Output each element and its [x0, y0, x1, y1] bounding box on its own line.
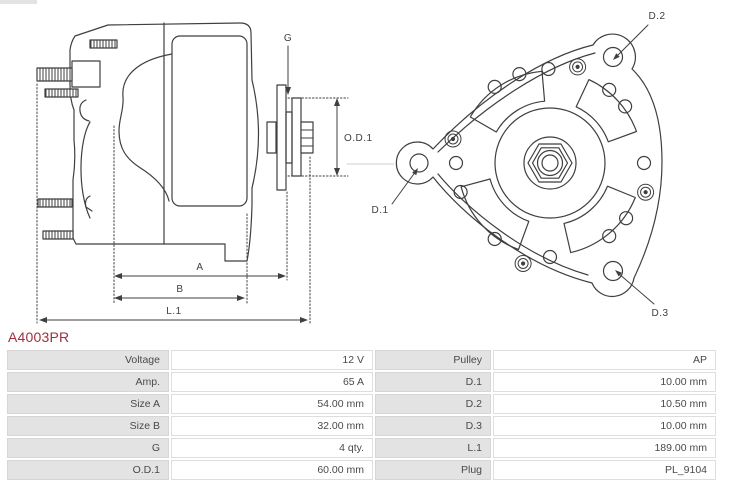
spec-label: Size B	[7, 416, 169, 436]
spec-value: PL_9104	[493, 460, 716, 480]
pulley-flange-inner	[291, 97, 302, 177]
spec-label: D.1	[375, 372, 491, 392]
spec-value: AP	[493, 350, 716, 370]
dimension-label-l1: L.1	[166, 306, 181, 317]
leader-lines	[391, 24, 655, 305]
dimension-od1	[334, 98, 340, 176]
threaded-stud-icon	[44, 88, 79, 98]
cropped-edge-artifact	[0, 0, 37, 4]
rear-cover-contour	[80, 121, 91, 219]
arrowhead-icon	[114, 295, 122, 301]
spec-label: Plug	[375, 460, 491, 480]
dimension-label-d2: D.2	[648, 11, 665, 22]
spec-row: O.D.1 60.00 mm Plug PL_9104	[7, 460, 716, 480]
vent-holes	[448, 61, 652, 265]
spec-value: 4 qty.	[171, 438, 373, 458]
side-view-diagram	[36, 22, 349, 324]
spec-value: 60.00 mm	[171, 460, 373, 480]
dimension-label-a: A	[196, 262, 203, 273]
mount-hole-d3	[602, 260, 624, 282]
technical-drawing: G O.D.1 A B L.1	[0, 0, 668, 324]
rim-contour-bottom	[437, 173, 589, 276]
dimension-label-b: B	[176, 284, 183, 295]
rear-terminal-bump-lower	[84, 195, 93, 212]
front-bracket-face	[171, 35, 248, 207]
mount-hole-d1	[409, 153, 429, 173]
spec-label: Size A	[7, 394, 169, 414]
spec-label: D.2	[375, 394, 491, 414]
spec-row: Amp. 65 A D.1 10.00 mm	[7, 372, 716, 392]
spec-value: 54.00 mm	[171, 394, 373, 414]
arrowhead-icon	[237, 295, 245, 301]
spec-value: 10.50 mm	[493, 394, 716, 414]
spec-row: Size A 54.00 mm D.2 10.50 mm	[7, 394, 716, 414]
threaded-stud-icon	[89, 39, 118, 49]
dimension-label-od1: O.D.1	[344, 133, 373, 144]
shaft-circle	[536, 149, 564, 177]
arrowhead-icon	[114, 273, 122, 279]
arrowhead-icon	[412, 168, 418, 176]
through-bolt-screws	[444, 58, 655, 272]
threaded-stud-icon	[36, 67, 73, 82]
vent-slot	[460, 178, 530, 251]
front-bracket-bell-contour	[118, 53, 173, 202]
arrowhead-icon	[300, 317, 308, 323]
spec-value: 32.00 mm	[171, 416, 373, 436]
bearing-hub	[266, 121, 277, 154]
hub-circle	[523, 136, 577, 190]
dimension-a	[114, 273, 286, 279]
threaded-stud-icon	[42, 230, 74, 240]
extension-lines	[36, 83, 349, 324]
spec-value: 12 V	[171, 350, 373, 370]
mount-hole-d2	[602, 46, 624, 68]
terminal-block	[71, 60, 101, 88]
spec-label: L.1	[375, 438, 491, 458]
dimension-l1	[39, 317, 308, 323]
arrowhead-icon	[334, 98, 340, 106]
arrowhead-icon	[278, 273, 286, 279]
rear-view-diagram	[391, 24, 663, 305]
spec-label: O.D.1	[7, 460, 169, 480]
spec-value: 65 A	[171, 372, 373, 392]
dimension-label-g: G	[284, 33, 292, 44]
spec-row: Size B 32.00 mm D.3 10.00 mm	[7, 416, 716, 436]
spec-label: Amp.	[7, 372, 169, 392]
spec-value: 10.00 mm	[493, 372, 716, 392]
alternator-rear-outline	[395, 33, 663, 298]
dimension-g	[285, 45, 291, 95]
dimension-b	[114, 295, 245, 301]
arrowhead-icon	[39, 317, 47, 323]
part-number: A4003PR	[8, 329, 70, 345]
spec-value: 189.00 mm	[493, 438, 716, 458]
vent-slot	[469, 70, 546, 133]
spec-label: Voltage	[7, 350, 169, 370]
shaft-threads	[300, 129, 314, 147]
rotor-circle	[494, 107, 606, 219]
spec-label: G	[7, 438, 169, 458]
vent-slot	[575, 79, 638, 143]
alternator-side-outline	[69, 22, 260, 262]
arrowhead-icon	[334, 168, 340, 176]
shaft-nut-outer	[527, 143, 573, 183]
arrowhead-icon	[613, 53, 620, 60]
arrowhead-icon	[285, 87, 291, 95]
spec-row: Voltage 12 V Pulley AP	[7, 350, 716, 370]
vent-slot	[563, 185, 636, 254]
shaft-end-circle	[541, 154, 559, 172]
spec-value: 10.00 mm	[493, 416, 716, 436]
spec-table: Voltage 12 V Pulley AP Amp. 65 A D.1 10.…	[7, 350, 716, 480]
pulley-flange-outer	[276, 84, 287, 191]
spec-label: D.3	[375, 416, 491, 436]
rear-terminal-bump	[79, 99, 90, 122]
dimension-label-d3: D.3	[651, 308, 668, 319]
threaded-stud-icon	[37, 198, 73, 208]
dimension-label-d1: D.1	[371, 205, 388, 216]
arrowhead-icon	[615, 270, 622, 277]
spec-row: G 4 qty. L.1 189.00 mm	[7, 438, 716, 458]
spec-label: Pulley	[375, 350, 491, 370]
pulley-spacer	[285, 111, 293, 164]
shaft-nut-inner	[531, 147, 569, 179]
